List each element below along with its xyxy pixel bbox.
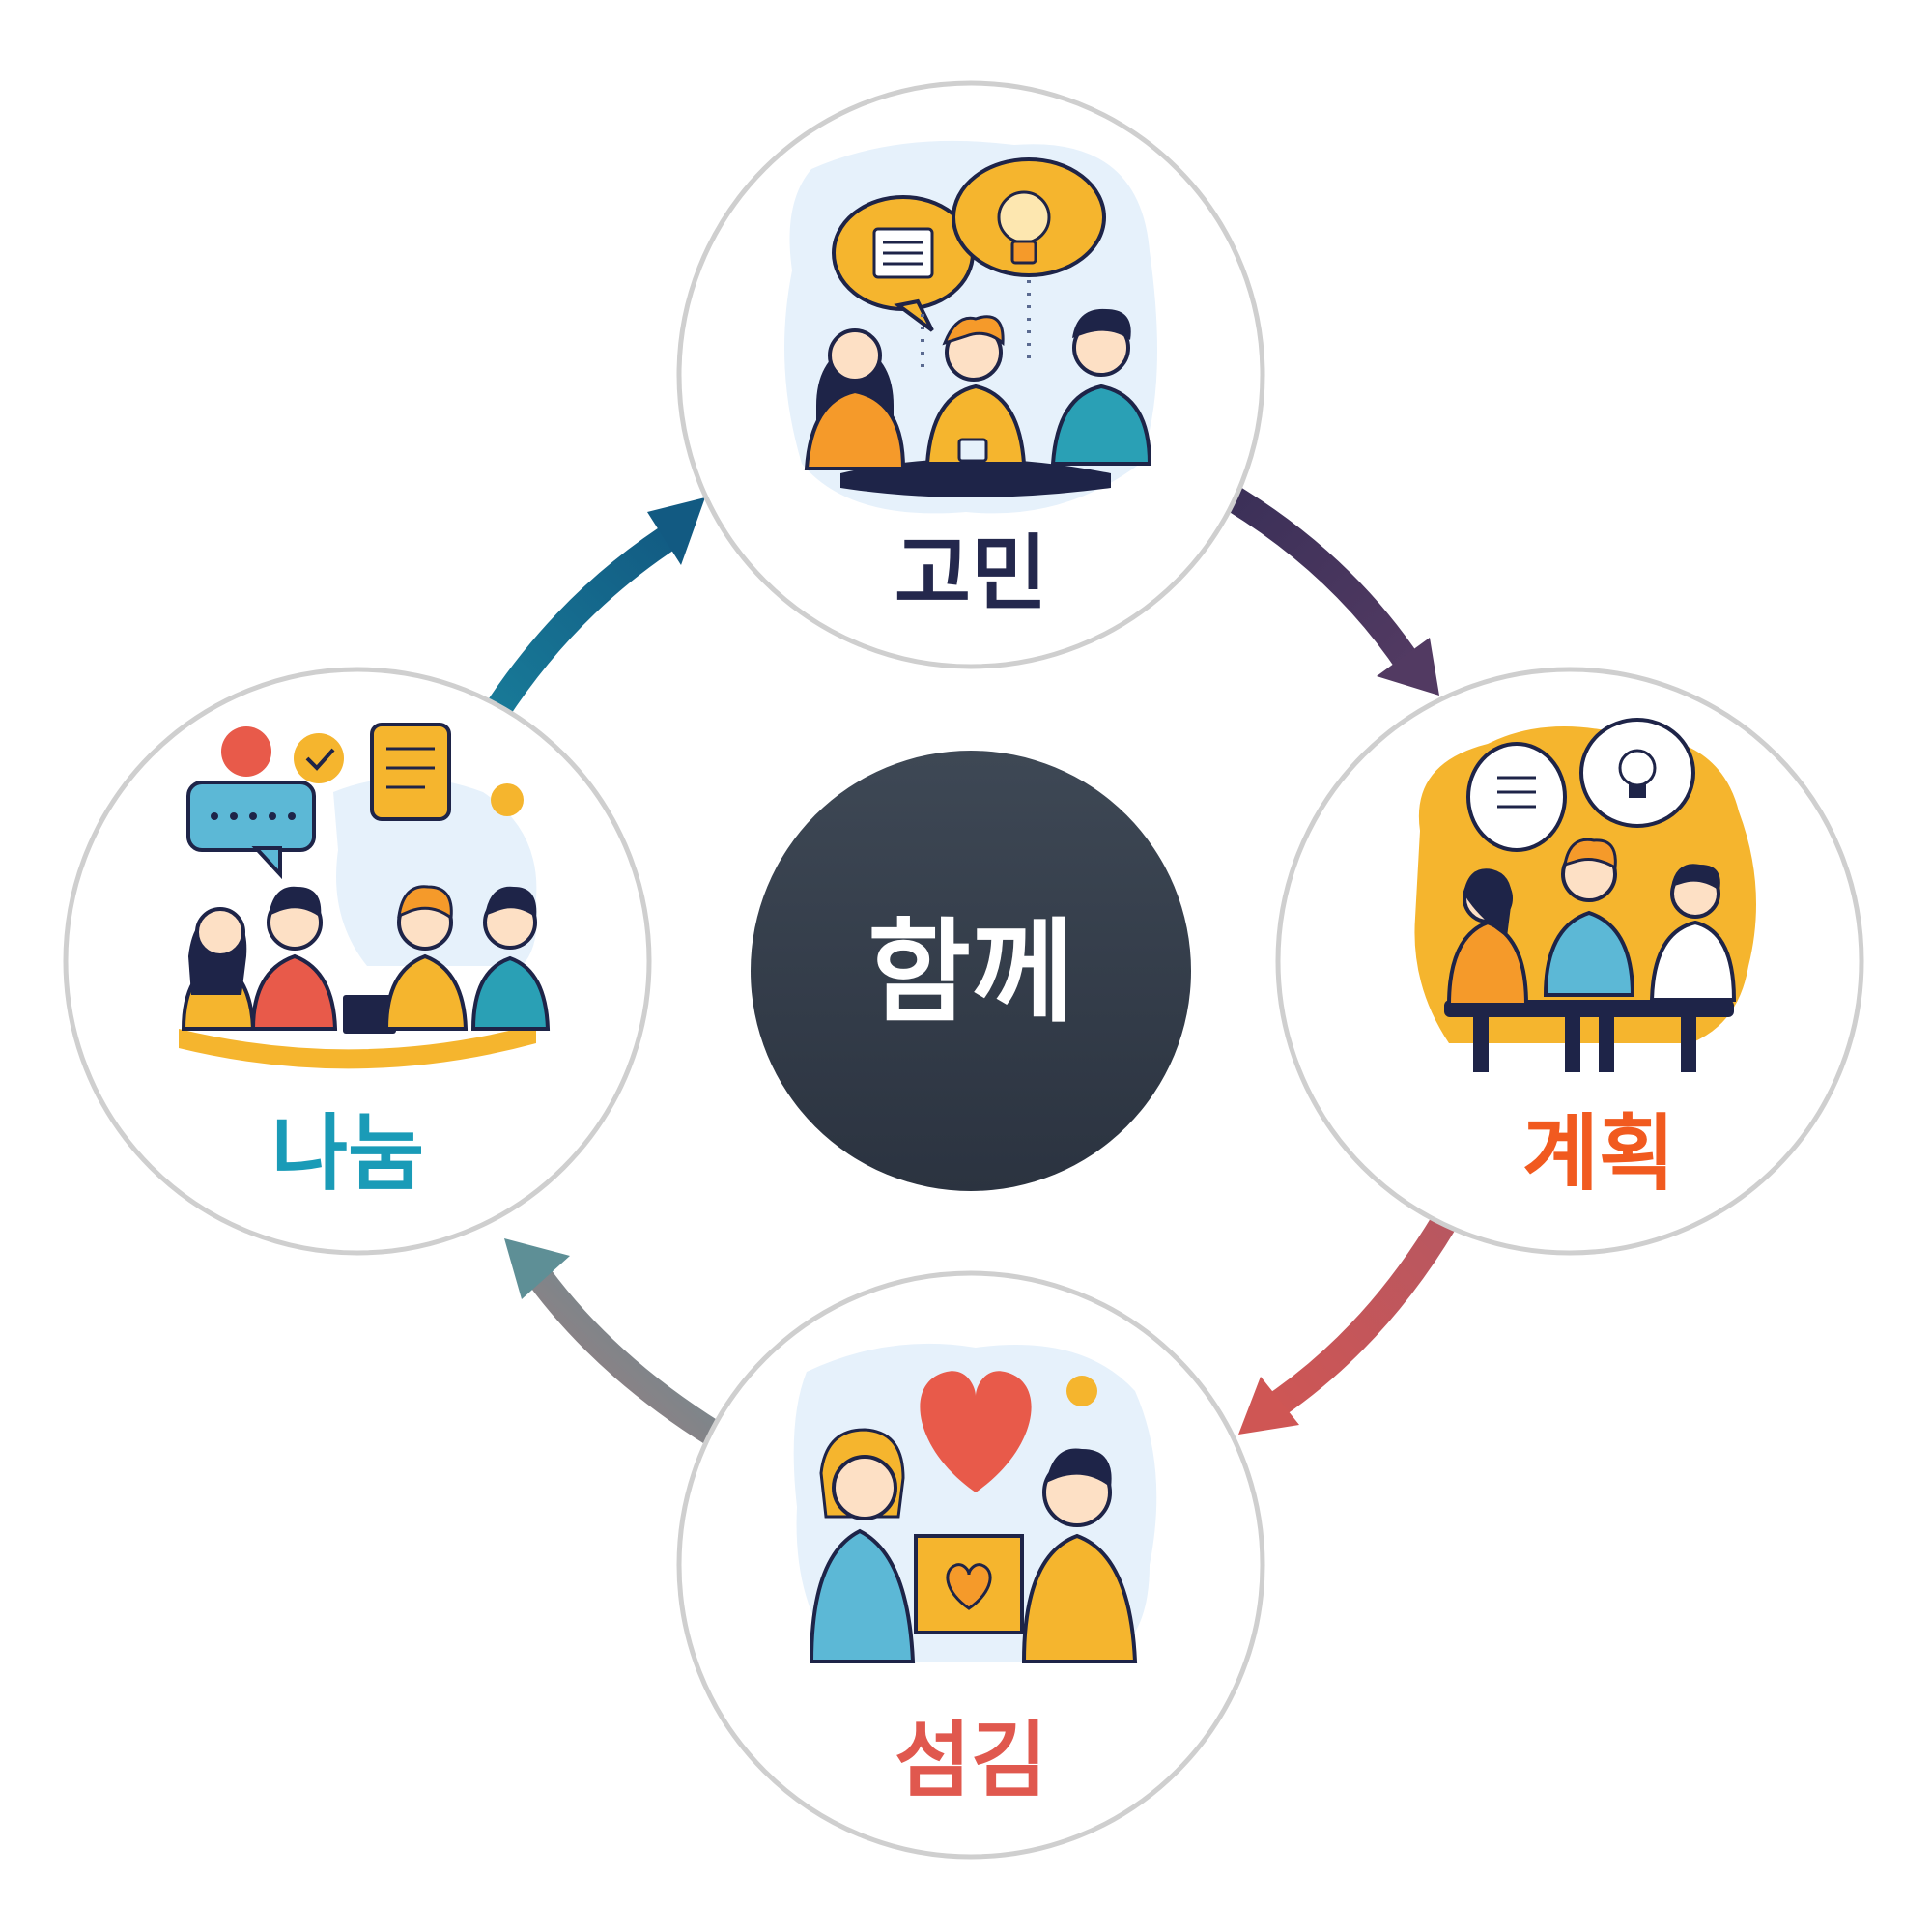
bottom-illustration [793,1343,1157,1663]
lightbulb-bubble-icon [952,157,1106,277]
center-node: 함께 [751,751,1191,1191]
arrow-top-to-right [1224,486,1439,696]
lightbulb-icon [491,783,524,816]
arrow-left-to-top [484,497,705,721]
node-top: 고민 [676,80,1265,669]
node-label-top: 고민 [895,526,1047,622]
top-illustration [784,140,1157,514]
person-icon [1543,838,1635,1072]
person-icon [924,315,1027,466]
node-right: 계획 [1275,667,1864,1256]
right-illustration [1414,718,1756,1072]
person-icon [1021,1448,1138,1663]
arrow-head [504,1238,570,1299]
node-label-right: 계획 [1522,1105,1675,1202]
speech-bubble-icon [832,195,975,332]
person-icon [1649,864,1737,1072]
arrow-right-to-bottom [1238,1214,1457,1435]
arrow-head [1377,638,1439,696]
laptop-icon [343,995,396,1034]
node-label-left: 나눔 [271,1105,424,1202]
person-icon [384,885,469,1031]
person-icon [1050,308,1152,466]
person-icon [470,886,551,1031]
red-bubble-icon [221,726,271,777]
center-label: 함께 [867,908,1073,1038]
person-icon [809,1428,916,1663]
person-icon [804,328,906,470]
lightbulb-bubble-icon [1579,718,1695,828]
node-bottom: 섬김 [676,1270,1265,1860]
left-illustration [179,723,551,1069]
person-icon [181,907,256,1031]
arrow-head [1238,1377,1299,1435]
arrow-bottom-to-left [504,1238,723,1446]
speech-bubble-icon [1466,742,1567,852]
node-left: 나눔 [63,667,652,1256]
sun-dot-icon [1066,1376,1097,1406]
arrow-head [647,497,705,565]
chat-bubble-icon [186,781,316,880]
note-bubble-icon [370,723,451,821]
gift-box-icon [914,1534,1024,1634]
person-icon [250,886,338,1031]
person-icon [1446,868,1529,1072]
node-label-bottom: 섬김 [895,1712,1047,1808]
heart-icon [920,1371,1032,1492]
check-bubble-icon [294,733,344,783]
